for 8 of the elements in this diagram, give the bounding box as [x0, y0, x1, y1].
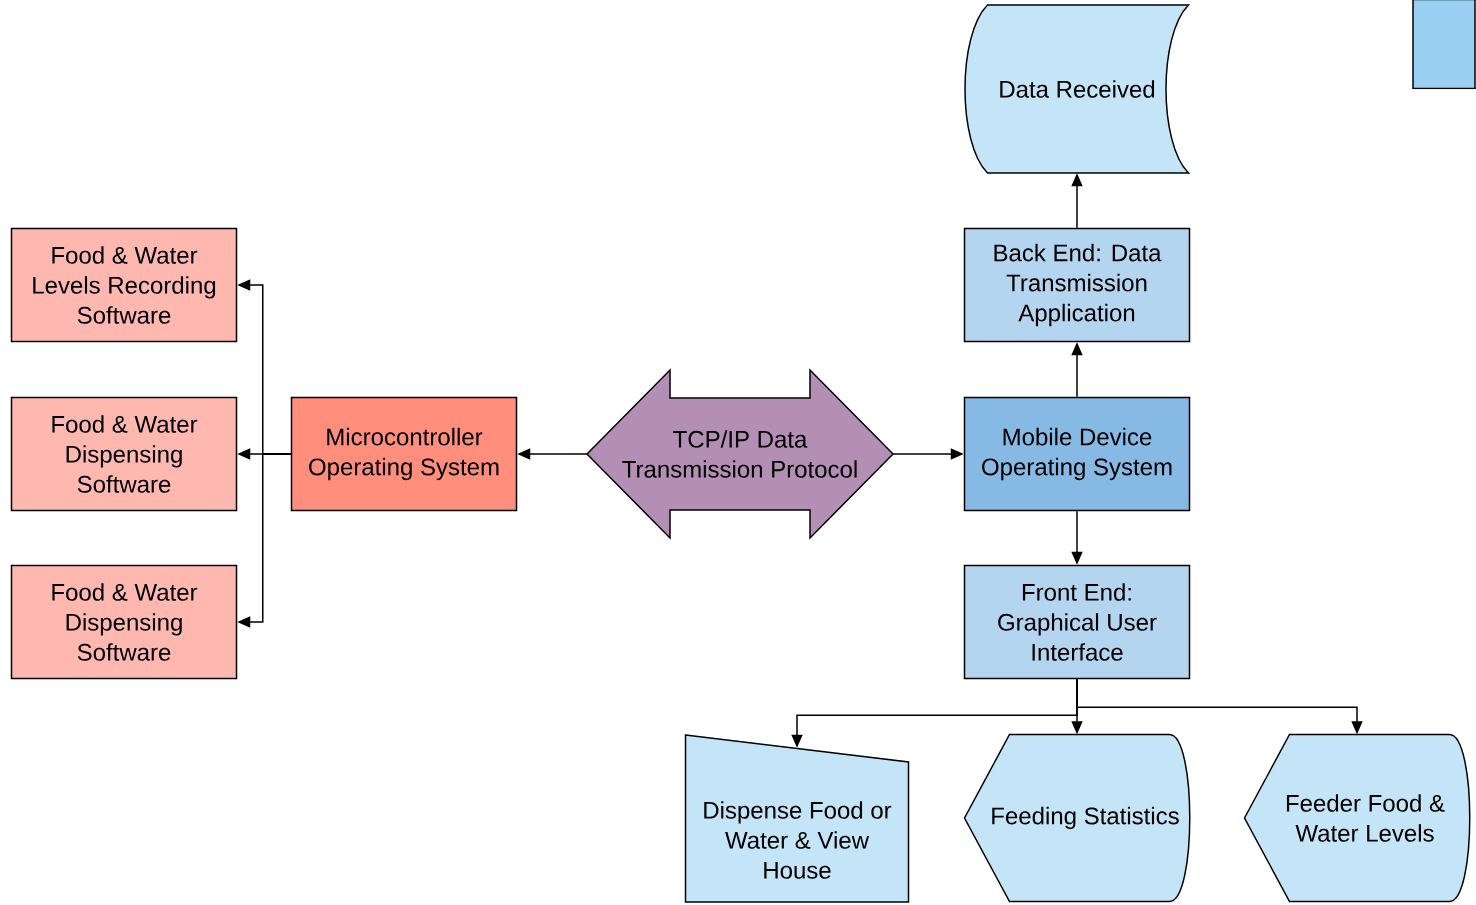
process-box: Front End: Graphical User Interface [963, 564, 1191, 680]
process-box: Food & Water Dispensing Software [10, 396, 238, 512]
process-box: Back End: Data Transmission Application [963, 227, 1191, 343]
process-box: Mobile Device Operating System [963, 396, 1191, 512]
process-box: Food & Water Levels Recording Software [10, 227, 238, 343]
process-box [1412, 0, 1476, 90]
process-box: Microcontroller Operating System [290, 396, 518, 512]
process-box: Food & Water Dispensing Software [10, 564, 238, 680]
